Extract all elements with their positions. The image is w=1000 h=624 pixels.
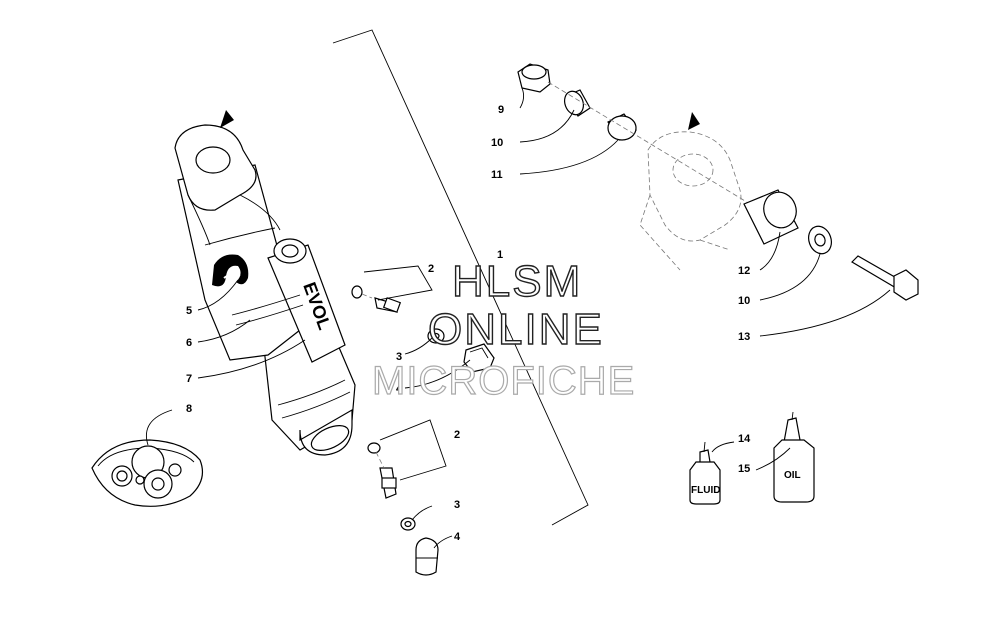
- leader-lines: [146, 87, 891, 549]
- callout-2-lower: 2: [454, 429, 460, 441]
- callout-15: 15: [738, 463, 750, 475]
- oil-bottle-label: OIL: [784, 470, 801, 481]
- reference-arrow-right: [688, 112, 700, 130]
- callout-numbers: 1 2 3 4 5 6 7 8 2 3 4 9 10 11 12 10 13 1…: [186, 104, 751, 543]
- watermark: HLSM ONLINE MICROFICHE: [371, 256, 635, 403]
- mounting-hardware[interactable]: [517, 63, 919, 301]
- upper-valve-parts[interactable]: [351, 285, 495, 373]
- callout-9: 9: [498, 104, 504, 116]
- callout-11: 11: [491, 169, 503, 181]
- watermark-line-2: ONLINE: [428, 305, 604, 354]
- shock-absorber[interactable]: EVOL: [174, 124, 356, 456]
- callout-10-upper: 10: [491, 137, 503, 149]
- callout-12: 12: [738, 265, 750, 277]
- seal-kit[interactable]: [91, 439, 203, 507]
- callout-10-lower: 10: [738, 295, 750, 307]
- callout-7: 7: [186, 373, 192, 385]
- callout-4-lower: 4: [454, 531, 461, 543]
- callout-3-lower: 3: [454, 499, 460, 511]
- callout-3-upper: 3: [396, 351, 402, 363]
- fluid-bottle[interactable]: FLUID: [689, 441, 721, 505]
- callout-5: 5: [186, 305, 192, 317]
- lower-valve-parts[interactable]: [367, 442, 439, 576]
- watermark-line-1: HLSM: [452, 257, 582, 306]
- callout-2-upper: 2: [428, 263, 434, 275]
- oil-bottle[interactable]: OIL: [773, 411, 815, 503]
- callout-13: 13: [738, 331, 750, 343]
- callout-1: 1: [497, 249, 503, 261]
- reference-arrow-left: [220, 110, 234, 128]
- callout-4-upper: 4: [396, 383, 403, 395]
- group-bracket: [332, 29, 589, 526]
- callout-8: 8: [186, 403, 192, 415]
- callout-14: 14: [738, 433, 751, 445]
- callout-6: 6: [186, 337, 192, 349]
- fluid-bottle-label: FLUID: [691, 485, 720, 496]
- watermark-line-3: MICROFICHE: [372, 359, 635, 403]
